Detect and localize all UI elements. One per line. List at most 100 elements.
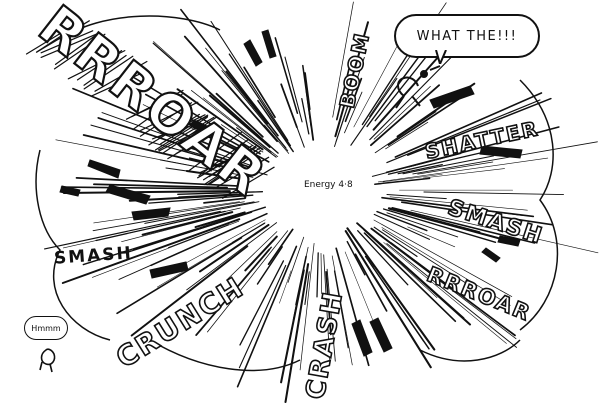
smoke-cloud-outline: [35, 15, 559, 372]
speed-line: [390, 198, 524, 216]
speed-line: [148, 194, 254, 204]
hatch-line: [212, 156, 270, 190]
speed-line: [188, 157, 253, 175]
hatch-line: [67, 49, 126, 80]
hatch-line: [188, 131, 242, 172]
speed-line: [256, 246, 283, 285]
speed-line: [363, 232, 457, 323]
speed-line: [346, 240, 366, 276]
speed-line: [344, 91, 363, 134]
speed-line: [44, 210, 221, 250]
speed-line: [185, 149, 243, 168]
speed-line: [208, 94, 271, 149]
speed-line: [389, 196, 528, 211]
speed-line: [400, 201, 553, 226]
hatch-line: [206, 151, 255, 186]
speed-line: [385, 121, 429, 150]
hatch-line: [157, 116, 215, 151]
thought-bubble: Hmmm: [24, 316, 68, 340]
speed-line: [287, 236, 305, 283]
speed-line: [72, 87, 239, 158]
speed-line: [301, 97, 310, 135]
hatch-line: [162, 116, 218, 154]
speed-line: [356, 222, 465, 320]
speed-line: [180, 219, 266, 267]
speed-line: [279, 270, 292, 304]
speed-line: [128, 193, 246, 202]
speed-line: [410, 209, 599, 254]
speed-line: [284, 263, 310, 404]
speed-line: [374, 111, 437, 154]
speed-line: [370, 84, 440, 147]
speed-line: [62, 207, 241, 249]
speed-line: [357, 230, 409, 286]
speed-line: [335, 61, 352, 121]
hatch-line: [198, 139, 249, 177]
surprised-creature-doodle: [395, 65, 441, 109]
hatch-line: [25, 21, 80, 55]
speed-line: [353, 33, 404, 128]
speed-line: [391, 207, 536, 244]
speed-line: [152, 42, 279, 154]
speed-line: [244, 235, 278, 272]
speed-line: [407, 97, 552, 156]
speech-bubble: WHAT THE!!!: [394, 14, 540, 58]
speed-line: [239, 260, 285, 346]
speed-line: [383, 242, 507, 344]
speed-line: [206, 135, 255, 160]
speed-line: [203, 197, 246, 204]
speed-line: [350, 78, 398, 146]
speed-line: [376, 210, 428, 232]
speed-line: [373, 226, 418, 257]
speed-line: [346, 227, 436, 351]
hatch-line: [53, 33, 106, 70]
speed-line: [332, 1, 354, 118]
speech-bubble-tail: [435, 50, 447, 64]
speed-line: [373, 219, 513, 297]
hatch-line: [222, 166, 275, 199]
speed-line: [191, 90, 272, 153]
speed-line: [386, 243, 517, 348]
speed-line: [228, 53, 292, 147]
speed-line: [304, 271, 310, 306]
speed-line: [225, 70, 269, 125]
speed-line: [402, 155, 495, 175]
hatch-line: [208, 146, 257, 178]
speed-line: [372, 43, 451, 131]
speed-line: [280, 83, 298, 129]
speed-line: [183, 35, 278, 143]
debris-shards: [59, 29, 523, 357]
hatch-line: [139, 102, 193, 137]
speed-line: [141, 211, 234, 236]
speed-line: [257, 99, 294, 153]
speed-line: [205, 47, 287, 149]
speed-line: [203, 97, 279, 158]
speed-line: [325, 270, 332, 336]
speed-line: [60, 186, 244, 190]
thought-bubble-text: Hmmm: [31, 323, 61, 333]
speed-line: [280, 269, 305, 384]
speed-line: [116, 236, 243, 315]
speed-line: [334, 57, 365, 147]
hatch-line: [40, 32, 100, 59]
speed-line: [82, 206, 266, 266]
hatch-line: [35, 20, 90, 53]
speed-line: [326, 268, 336, 362]
speed-line: [316, 252, 319, 298]
speed-line: [386, 212, 459, 238]
speed-line: [195, 248, 271, 337]
speed-line: [130, 75, 261, 155]
speed-line: [407, 152, 462, 168]
speed-line: [284, 56, 303, 123]
speed-line: [394, 92, 543, 158]
speed-line: [333, 270, 349, 349]
hatch-line: [131, 95, 178, 118]
speed-line: [386, 99, 541, 164]
speed-line: [165, 167, 220, 177]
speed-line: [62, 190, 231, 194]
speed-line: [264, 124, 290, 154]
speed-line: [374, 49, 433, 122]
speed-line: [238, 264, 287, 369]
speed-line: [201, 212, 244, 226]
